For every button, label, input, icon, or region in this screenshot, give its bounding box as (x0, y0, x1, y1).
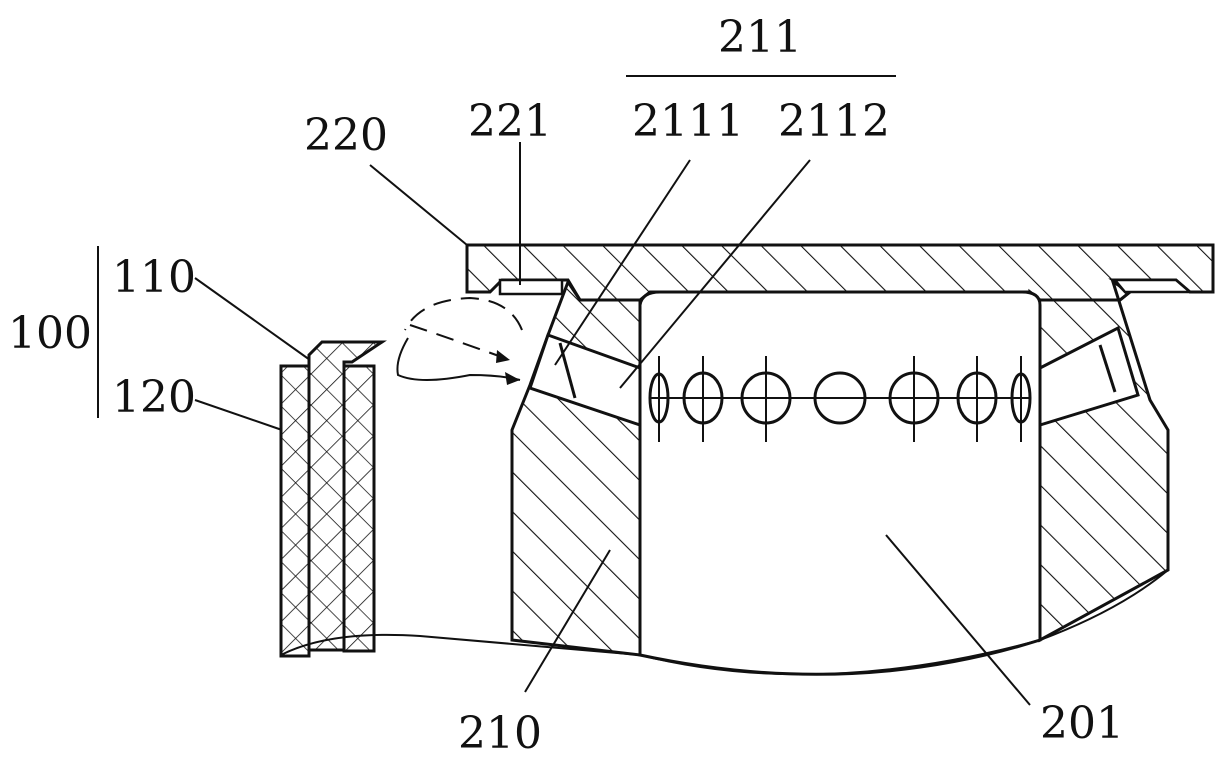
label-221: 221 (468, 96, 552, 147)
outer-wall-100 (279, 340, 387, 658)
label-2111: 2111 (632, 96, 744, 147)
fire-hole-channel-right (1038, 325, 1140, 428)
leader-lines (97, 75, 1031, 706)
recess-slot-221-left (498, 278, 564, 296)
fire-hole-row (648, 356, 1032, 442)
label-220: 220 (304, 110, 388, 161)
label-2112: 2112 (778, 96, 890, 147)
burner-head-left-wall-210 (510, 278, 642, 657)
label-211: 211 (718, 12, 802, 63)
fire-hole-channel-left (528, 333, 642, 428)
air-flow-arrows (396, 296, 523, 385)
label-110: 110 (112, 252, 196, 303)
break-line (280, 569, 1169, 676)
fire-hole-divider-right (1098, 344, 1117, 393)
label-201: 201 (1040, 698, 1124, 749)
label-120: 120 (112, 372, 196, 423)
inner-chamber-201 (638, 290, 1042, 676)
recess-slot-right (1112, 278, 1194, 294)
label-100: 100 (8, 308, 92, 359)
label-210: 210 (458, 708, 542, 759)
